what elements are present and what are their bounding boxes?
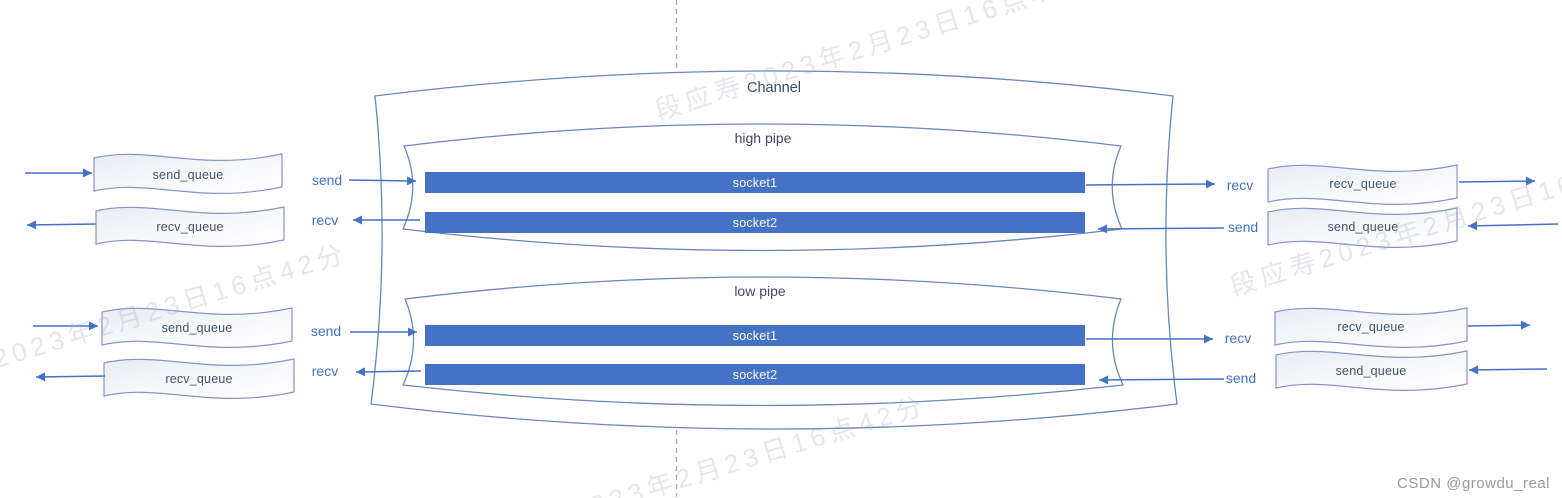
left-bottom-send-label: send xyxy=(310,323,342,339)
right-top-recv-label: recv xyxy=(1226,177,1254,193)
arrow-right-top-pipe-to-recv xyxy=(1085,179,1216,189)
right-top-recv-queue-label: recv_queue xyxy=(1329,177,1397,191)
channel-title: Channel xyxy=(746,80,802,96)
arrow-out-of-right-top-recv-queue xyxy=(1458,176,1536,186)
arrow-out-of-left-top-recv-queue xyxy=(26,220,97,230)
left-top-recv-label: recv xyxy=(311,212,339,228)
left-bottom-send-queue-shape xyxy=(101,307,293,349)
right-top-send-queue-shape xyxy=(1267,207,1458,249)
left-top-recv-queue-label: recv_queue xyxy=(156,220,224,234)
right-bottom-recv-queue-label: recv_queue xyxy=(1337,320,1405,334)
left-bottom-recv-queue-label: recv_queue xyxy=(165,372,233,386)
left-top-send-queue-label: send_queue xyxy=(152,168,224,182)
left-bottom-send-queue-label: send_queue xyxy=(161,321,233,335)
right-bottom-recv-queue-shape xyxy=(1274,307,1468,349)
right-bottom-send-queue-shape xyxy=(1275,350,1468,392)
right-bottom-send-label: send xyxy=(1225,370,1257,386)
right-bottom-send-queue-label: send_queue xyxy=(1335,364,1407,378)
right-top-send-label: send xyxy=(1227,219,1259,235)
arrow-into-right-top-send-queue xyxy=(1467,221,1559,231)
arrow-left-bottom-pipe-to-recv xyxy=(355,367,422,377)
low-pipe-title: low pipe xyxy=(734,283,786,299)
arrow-left-top-send-to-pipe xyxy=(348,176,417,186)
right-top-recv-queue-shape xyxy=(1267,164,1458,206)
attribution-text: CSDN @growdu_real xyxy=(1397,475,1550,492)
arrow-right-bottom-send-to-pipe xyxy=(1098,375,1225,385)
left-top-send-label: send xyxy=(311,172,343,188)
left-top-recv-queue-shape xyxy=(95,206,285,248)
arrow-out-of-right-bottom-recv-queue xyxy=(1467,320,1531,330)
high-pipe-socket2-bar: socket2 xyxy=(425,212,1085,233)
high-pipe-socket1-bar: socket1 xyxy=(425,172,1085,193)
arrow-into-right-bottom-send-queue xyxy=(1468,365,1548,375)
arrow-out-of-left-bottom-recv-queue xyxy=(35,372,106,382)
arrow-right-top-send-to-pipe xyxy=(1097,224,1225,234)
left-bottom-recv-queue-shape xyxy=(103,358,295,400)
low-pipe-socket1-bar: socket1 xyxy=(425,325,1085,346)
left-bottom-recv-label: recv xyxy=(311,363,339,379)
high-pipe-title: high pipe xyxy=(734,130,792,146)
right-top-send-queue-label: send_queue xyxy=(1327,220,1399,234)
right-bottom-recv-label: recv xyxy=(1224,330,1252,346)
left-top-send-queue-shape xyxy=(93,153,283,195)
low-pipe-socket2-bar: socket2 xyxy=(425,364,1085,385)
